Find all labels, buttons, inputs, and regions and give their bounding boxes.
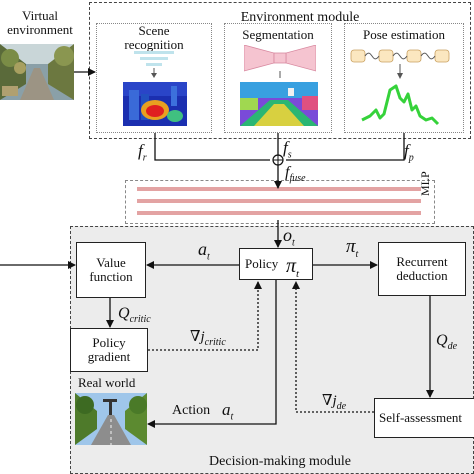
label-f-fuse: ffuse xyxy=(285,164,306,185)
mlp-layer-2 xyxy=(137,199,421,203)
label-a-t-upper: at xyxy=(198,239,210,263)
segmentation-network-icon xyxy=(244,45,316,78)
label-q-critic: Qcritic xyxy=(118,305,151,326)
label-nabla-j-critic: ∇jcritic xyxy=(190,329,226,348)
virtual-environment-label: Virtual environment xyxy=(7,8,73,37)
mlp-block xyxy=(125,180,435,224)
pose-estimation-label: Pose estimation xyxy=(363,27,445,42)
policy-label: Policy xyxy=(245,256,279,271)
label-f-s: fs xyxy=(283,138,292,161)
pose-estimation-panel xyxy=(344,23,464,133)
mlp-layer-3 xyxy=(137,211,421,215)
scene-recognition-label: Scene recognition xyxy=(124,23,184,52)
real-world-image xyxy=(75,393,147,445)
pose-rnn-icon xyxy=(350,49,450,79)
segmentation-output-image xyxy=(240,82,318,126)
virtual-environment-image xyxy=(0,44,74,100)
label-a-t-lower: at xyxy=(222,400,234,423)
label-f-p: fp xyxy=(404,141,414,164)
decision-making-module-title: Decision-making module xyxy=(209,454,351,469)
label-pi-t-upper: πt xyxy=(346,236,359,260)
segmentation-label: Segmentation xyxy=(242,27,314,42)
label-f-r: fr xyxy=(138,141,147,164)
label-q-de: Qde xyxy=(436,332,458,353)
label-o-t: ot xyxy=(283,225,295,249)
label-nabla-j-de: ∇jde xyxy=(322,393,347,412)
policy-pi-symbol: πt xyxy=(286,255,300,280)
real-world-label: Real world xyxy=(78,375,136,390)
scene-encoder-icon xyxy=(134,51,174,78)
self-assessment-box: Self-assessment xyxy=(374,398,474,438)
mlp-layer-1 xyxy=(137,187,421,191)
label-action: Action xyxy=(172,403,211,418)
policy-box: Policy xyxy=(239,248,313,280)
pose-trajectory-plot xyxy=(361,84,440,126)
scene-heatmap-image xyxy=(123,82,187,126)
environment-module-title: Environment module xyxy=(240,10,360,25)
